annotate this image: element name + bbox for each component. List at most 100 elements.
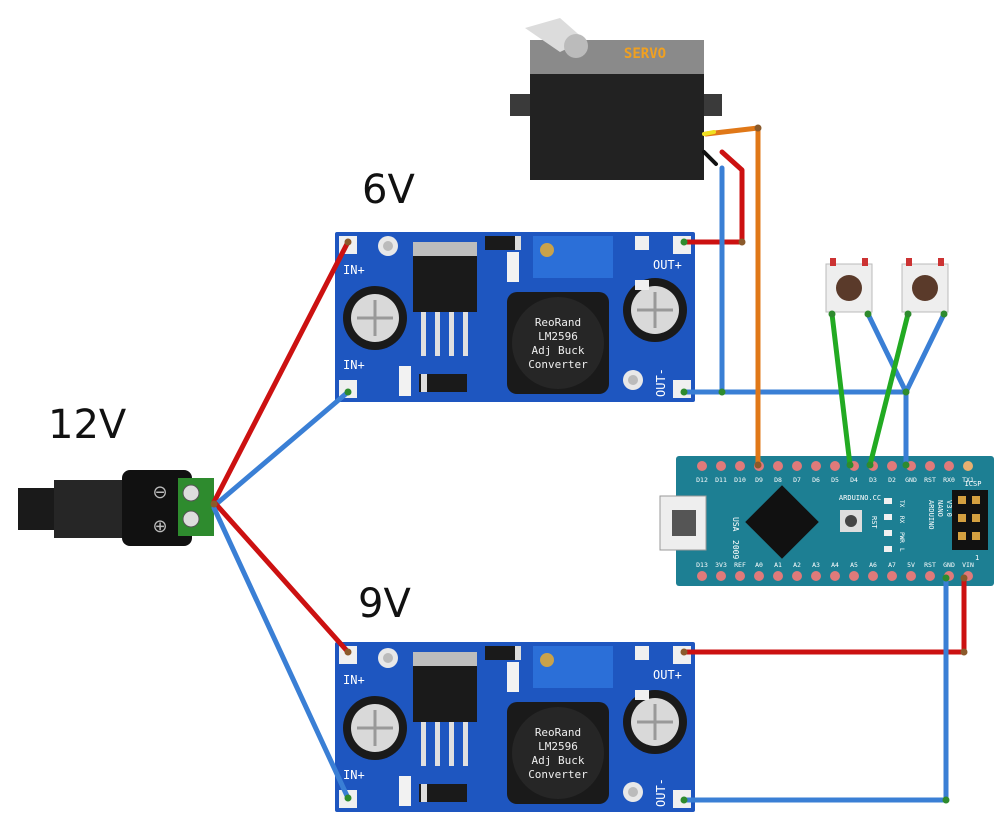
buck-converter-9v: IN+ IN+ OUT+ OUT- — [335, 642, 695, 812]
in-plus-label-bottom: IN+ — [343, 768, 365, 782]
rail-6v-label: 6V — [362, 167, 415, 213]
inductor-text-line-2: LM2596 — [538, 330, 578, 343]
wire-joint — [680, 238, 688, 246]
inductor-text-line-1: ReoRand — [535, 726, 581, 739]
jack-minus-symbol: ⊖ — [152, 482, 167, 503]
icsp-pin — [958, 532, 966, 540]
wire-joint — [754, 124, 762, 132]
nano-pin-label-top: D10 — [734, 476, 746, 484]
nano-pin-label-top: RST — [924, 476, 936, 484]
buck-converter-6v: IN+ IN+ OUT+ OUT- — [335, 232, 695, 402]
wire-joint — [864, 310, 872, 318]
wire-joint — [210, 500, 218, 508]
wire-joint — [942, 574, 950, 582]
wire-joint — [344, 388, 352, 396]
supply-voltage-label: 12V — [48, 402, 127, 448]
inductor-text-line-3: Adj Buck — [532, 344, 585, 357]
wire-joint — [344, 238, 352, 246]
nano-pin-pad-top — [925, 461, 935, 471]
nano-pin-label-top: D11 — [715, 476, 727, 484]
nano-led — [884, 546, 892, 552]
nano-led-label: RX — [898, 516, 905, 524]
nano-pin-label-bottom: A6 — [869, 561, 877, 569]
icsp-pin — [972, 532, 980, 540]
nano-pin-label-bottom: A5 — [850, 561, 858, 569]
wire-orange-servo-signal — [703, 125, 761, 468]
nano-pin-label-top: D9 — [755, 476, 763, 484]
nano-pin-label-top: D2 — [888, 476, 896, 484]
nano-rst-label: RST — [870, 516, 878, 529]
rail-9v-label: 9V — [358, 581, 411, 627]
nano-pin-pad-top — [697, 461, 707, 471]
wire-red-9v-to-vin — [681, 575, 967, 655]
nano-led — [884, 498, 892, 504]
nano-pin-label-top: RX0 — [943, 476, 955, 484]
jack-barrel — [18, 488, 54, 530]
wire-joint — [738, 238, 746, 246]
nano-usa: USA — [731, 517, 740, 532]
nano-pin-pad-bottom — [849, 571, 859, 581]
nano-led-label: PWR — [898, 532, 905, 543]
wire-blue-12v-to-6v — [211, 389, 351, 509]
nano-pin-pad-top — [944, 461, 954, 471]
nano-year: 2009 — [731, 540, 740, 559]
wire-joint — [344, 648, 352, 656]
nano-brand: ARDUINO.CC — [839, 494, 881, 502]
in-plus-label: IN+ — [343, 263, 365, 277]
in-plus-label-bottom: IN+ — [343, 358, 365, 372]
nano-pin-pad-top — [887, 461, 897, 471]
push-button-1[interactable] — [825, 258, 873, 313]
nano-pin-pad-top — [830, 461, 840, 471]
nano-pin-label-bottom: A1 — [774, 561, 782, 569]
nano-pin-pad-bottom — [754, 571, 764, 581]
diode-bottom — [419, 374, 467, 392]
push-button-2[interactable] — [901, 258, 949, 313]
regulator-ic — [413, 666, 477, 722]
wire-joint — [680, 388, 688, 396]
inductor-text-line-2: LM2596 — [538, 740, 578, 753]
nano-pin-label-bottom: GND — [943, 561, 955, 569]
nano-pin-pad-bottom — [735, 571, 745, 581]
wire-joint — [680, 648, 688, 656]
nano-model-line-3: V3.0 — [945, 500, 953, 517]
nano-pin-one: 1 — [975, 554, 979, 562]
nano-pin-label-bottom: VIN — [962, 561, 974, 569]
nano-pin-label-top: TX1 — [962, 476, 974, 484]
diode-bottom — [419, 784, 467, 802]
nano-pin-label-bottom: A4 — [831, 561, 839, 569]
wire-joint — [866, 461, 874, 469]
out-minus-label: OUT- — [654, 778, 668, 807]
wire-joint — [960, 574, 968, 582]
nano-pin-label-bottom: A2 — [793, 561, 801, 569]
nano-pin-pad-bottom — [773, 571, 783, 581]
nano-pin-pad-top — [773, 461, 783, 471]
nano-pin-pad-top — [963, 461, 973, 471]
wire-blue-12v-to-9v — [211, 505, 351, 801]
jack-plus-symbol: ⊕ — [152, 516, 167, 537]
inductor-text-line-1: ReoRand — [535, 316, 581, 329]
microcontroller-chip — [745, 485, 819, 559]
nano-pin-label-top: D5 — [831, 476, 839, 484]
wire-joint — [344, 794, 352, 802]
diode-top — [485, 236, 521, 250]
nano-pin-pad-bottom — [792, 571, 802, 581]
nano-pin-pad-bottom — [716, 571, 726, 581]
wire-joint — [902, 388, 910, 396]
nano-pin-label-bottom: A7 — [888, 561, 896, 569]
inductor-text-line-4: Converter — [528, 768, 588, 781]
potentiometer — [533, 646, 613, 688]
nano-pcb — [676, 456, 994, 586]
nano-pin-pad-bottom — [830, 571, 840, 581]
icsp-pin — [972, 514, 980, 522]
regulator-ic — [413, 256, 477, 312]
nano-pin-pad-bottom — [906, 571, 916, 581]
nano-pin-label-top: D6 — [812, 476, 820, 484]
wire-joint — [754, 461, 762, 469]
nano-led — [884, 530, 892, 536]
out-plus-label: OUT+ — [653, 258, 682, 272]
in-plus-label: IN+ — [343, 673, 365, 687]
wire-joint — [904, 310, 912, 318]
nano-pin-label-bottom: A0 — [755, 561, 763, 569]
